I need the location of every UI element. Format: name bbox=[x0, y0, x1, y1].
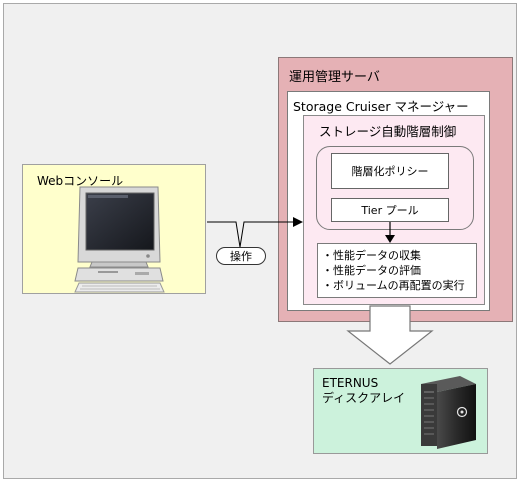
eternus-name: ETERNUS bbox=[322, 376, 379, 390]
tier-pool-box: Tier プール bbox=[331, 198, 449, 222]
management-server-title: 運用管理サーバ bbox=[289, 70, 380, 85]
eternus-subtitle: ディスクアレイ bbox=[322, 391, 406, 405]
operation-connection-arrow bbox=[207, 217, 303, 248]
auto-tiering-title: ストレージ自動階層制御 bbox=[319, 124, 457, 139]
computer-monitor-icon bbox=[74, 186, 165, 293]
function-list-box: ・性能データの収集 ・性能データの評価 ・ボリュームの再配置の実行 bbox=[317, 243, 477, 298]
function-item-collect: ・性能データの収集 bbox=[322, 249, 421, 262]
disk-array-icon bbox=[421, 376, 476, 449]
tier-to-functions-arrow bbox=[385, 222, 395, 243]
web-console-title: Webコンソール bbox=[37, 174, 124, 188]
operation-label: 操作 bbox=[216, 247, 266, 265]
function-item-evaluate: ・性能データの評価 bbox=[322, 264, 421, 277]
storage-cruiser-manager-title: Storage Cruiser マネージャー bbox=[293, 99, 469, 114]
tiering-policy-box: 階層化ポリシー bbox=[331, 153, 449, 189]
function-item-relocate: ・ボリュームの再配置の実行 bbox=[322, 279, 465, 292]
relocation-down-arrow bbox=[346, 305, 434, 365]
